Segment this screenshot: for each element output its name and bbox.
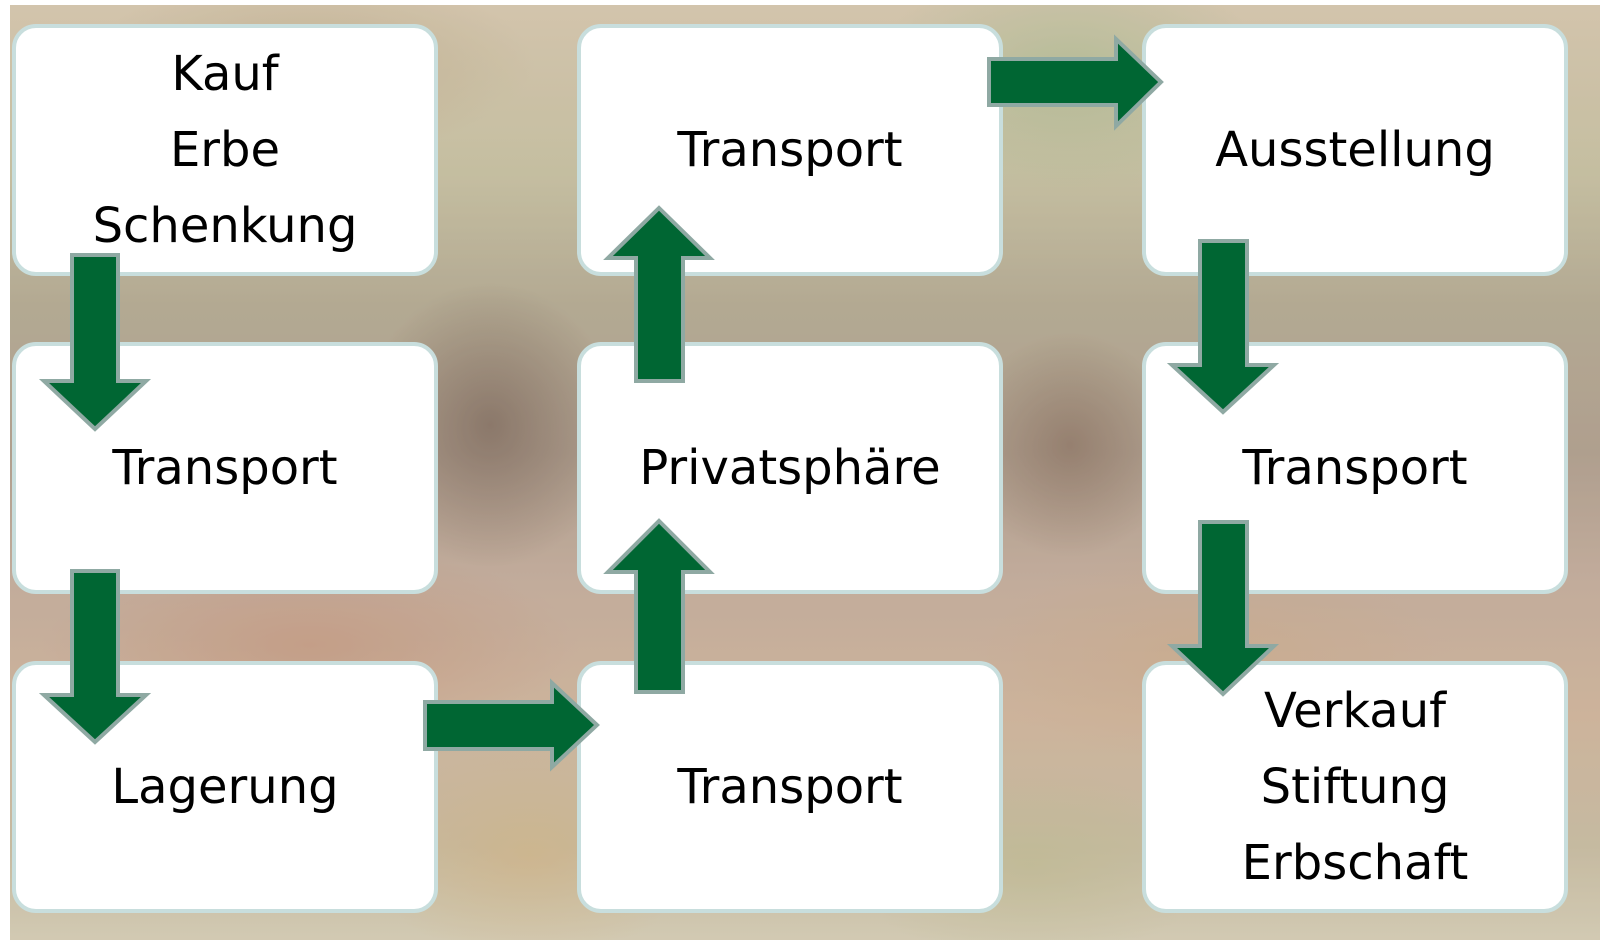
box-acquisition: Kauf Erbe Schenkung [12,24,438,276]
box-line: Transport [112,440,338,496]
box-line: Schenkung [92,198,358,254]
box-exhibition: Ausstellung [1142,24,1568,276]
box-line: Transport [1242,440,1468,496]
box-transport-3: Transport [577,24,1003,276]
box-line: Privatsphäre [639,440,941,496]
box-transport-2: Transport [577,661,1003,913]
box-storage: Lagerung [12,661,438,913]
box-line: Ausstellung [1215,122,1495,178]
box-line: Lagerung [111,759,339,815]
box-line: Stiftung [1260,759,1450,815]
box-line: Verkauf [1263,683,1447,739]
box-transport-4: Transport [1142,342,1568,594]
box-line: Kauf [171,46,279,102]
box-transport-1: Transport [12,342,438,594]
box-private: Privatsphäre [577,342,1003,594]
box-line: Erbe [169,122,281,178]
box-line: Erbschaft [1241,835,1469,891]
box-line: Transport [677,122,903,178]
box-disposal: Verkauf Stiftung Erbschaft [1142,661,1568,913]
box-line: Transport [677,759,903,815]
